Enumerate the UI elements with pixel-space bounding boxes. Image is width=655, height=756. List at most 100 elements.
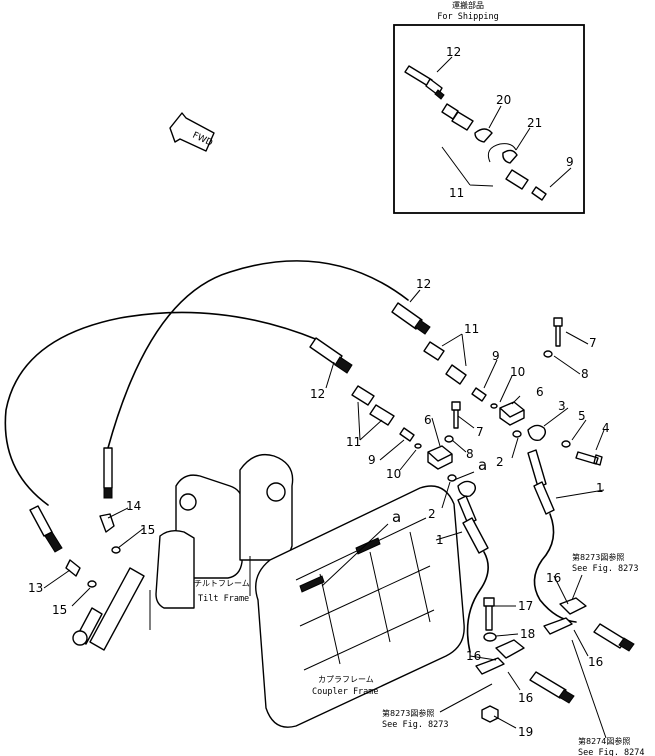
shipping-plug: [502, 149, 518, 164]
hose-run-right: [533, 513, 577, 623]
washer-18: [483, 632, 497, 642]
svg-text:See Fig. 8273: See Fig. 8273: [382, 720, 449, 730]
callout-14: 14: [126, 499, 141, 513]
hose-1-left: [462, 517, 489, 554]
clamp-assembly-lower: [475, 639, 575, 704]
tilt-frame-label-en: Tilt Frame: [198, 594, 249, 604]
connection-leaders: [321, 471, 475, 587]
callout-16-left: 16: [466, 649, 481, 663]
hose-end-upper: [391, 302, 431, 335]
callout-6-upper: 6: [536, 385, 544, 399]
washer-8-lower: [444, 435, 454, 443]
callout-12-lower: 12: [310, 387, 325, 401]
callout-6-lower: 6: [424, 413, 432, 427]
fitting-9-upper: [471, 387, 487, 402]
shipping-hose-end: [404, 65, 445, 100]
o-ring-15-lower: [87, 580, 97, 588]
callout-18: 18: [520, 627, 535, 641]
callout-17: 17: [518, 599, 533, 613]
tilt-cylinder: [72, 567, 145, 651]
svg-text:See Fig. 8274: See Fig. 8274: [578, 748, 645, 756]
callout-11-box: 11: [449, 186, 464, 200]
o-ring-15-upper: [111, 546, 121, 554]
coupler-frame-label-en: Coupler Frame: [312, 687, 379, 697]
washer-8-upper: [543, 350, 553, 358]
callout-9-upper: 9: [492, 349, 500, 363]
callout-7-upper: 7: [589, 336, 597, 350]
gasket-2-upper: [512, 430, 522, 438]
washer-5: [561, 440, 571, 448]
quick-coupler-lower: [351, 385, 395, 426]
shipping-coupler-2: [505, 169, 529, 190]
callout-10-upper: 10: [510, 365, 525, 379]
quick-coupler-upper: [423, 341, 467, 385]
clamp-assembly-right: [543, 597, 635, 652]
callout-8-lower: 8: [466, 447, 474, 461]
hose-run-left: [466, 551, 489, 653]
bolt-4: [575, 451, 603, 466]
callout-11-upper: 11: [464, 322, 479, 336]
callout-1-right: 1: [596, 481, 604, 495]
callout-16-right: 16: [546, 571, 561, 585]
callout-16-far-right: 16: [588, 655, 603, 669]
shipping-title-jp: 運搬部品: [452, 0, 484, 10]
shipping-cap: [474, 128, 493, 143]
callout-13: 13: [28, 581, 43, 595]
reference-note-8274: 第8274図参照 See Fig. 8274: [571, 639, 645, 756]
upper-hose-line: [107, 260, 409, 449]
callout-3: 3: [558, 399, 566, 413]
callout-20-box: 20: [496, 93, 511, 107]
callout-1-left: 1: [436, 533, 444, 547]
callout-21-box: 21: [527, 116, 542, 130]
callout-leaders: [43, 289, 605, 729]
flange-upper: [527, 424, 547, 441]
callout-5: 5: [578, 409, 586, 423]
svg-text:See Fig. 8273: See Fig. 8273: [572, 564, 639, 574]
bolt-7-lower: [451, 401, 461, 429]
callout-15-lower: 15: [52, 603, 67, 617]
tilt-frame-label-jp: チルトフレーム: [194, 579, 250, 588]
callout-7-lower: 7: [476, 425, 484, 439]
callout-12-upper: 12: [416, 277, 431, 291]
callout-12-box: 12: [446, 45, 461, 59]
hose-end-left-14: [103, 447, 113, 499]
callout-numbers: 12 11 9 10 6 7 8 3 5 4 2 1 12 11 9 10 6 …: [28, 277, 610, 739]
o-ring-10-lower: [414, 443, 422, 449]
reference-note-8273-right: 第8273図参照 See Fig. 8273: [571, 552, 639, 601]
nut-19: [481, 705, 499, 723]
callout-15-upper: 15: [140, 523, 155, 537]
callout-16-lower: 16: [518, 691, 533, 705]
connection-letter-a-block: a: [478, 456, 487, 474]
elbow-fitting-14: [99, 513, 115, 533]
hose-end-lower: [309, 337, 353, 374]
callout-8-upper: 8: [581, 367, 589, 381]
reference-note-8273-lower: 第8273図参照 See Fig. 8273: [382, 683, 493, 730]
hose-1-right: [533, 481, 555, 515]
connection-letter-a-frame: a: [392, 508, 401, 526]
tilt-frame: チルトフレーム Tilt Frame: [149, 453, 294, 630]
callout-11-lower: 11: [346, 435, 361, 449]
callout-19: 19: [518, 725, 533, 739]
block-6-lower: [427, 445, 453, 470]
svg-text:第8273図参照: 第8273図参照: [572, 552, 624, 562]
fitting-9-lower: [399, 427, 415, 442]
shipping-coupler: [441, 103, 474, 131]
o-ring-10-upper: [490, 403, 498, 409]
fitting-13: [65, 559, 81, 577]
lower-hose-line: [4, 311, 319, 506]
svg-text:第8273図参照: 第8273図参照: [382, 708, 434, 718]
shipping-fitting: [531, 186, 547, 201]
callout-9-lower: 9: [368, 453, 376, 467]
callout-2-upper: 2: [496, 455, 504, 469]
shipping-title-en: For Shipping: [437, 12, 498, 22]
callout-4: 4: [602, 421, 610, 435]
hose-end-left-13: [29, 505, 63, 553]
flange-lower: [457, 480, 477, 497]
svg-text:第8274図参照: 第8274図参照: [578, 736, 630, 746]
callout-2-lower: 2: [428, 507, 436, 521]
callout-10-lower: 10: [386, 467, 401, 481]
hose-fitting-1-right: [527, 449, 547, 488]
coupler-frame-label-jp: カプラフレーム: [318, 675, 374, 684]
bolt-17: [483, 597, 495, 631]
